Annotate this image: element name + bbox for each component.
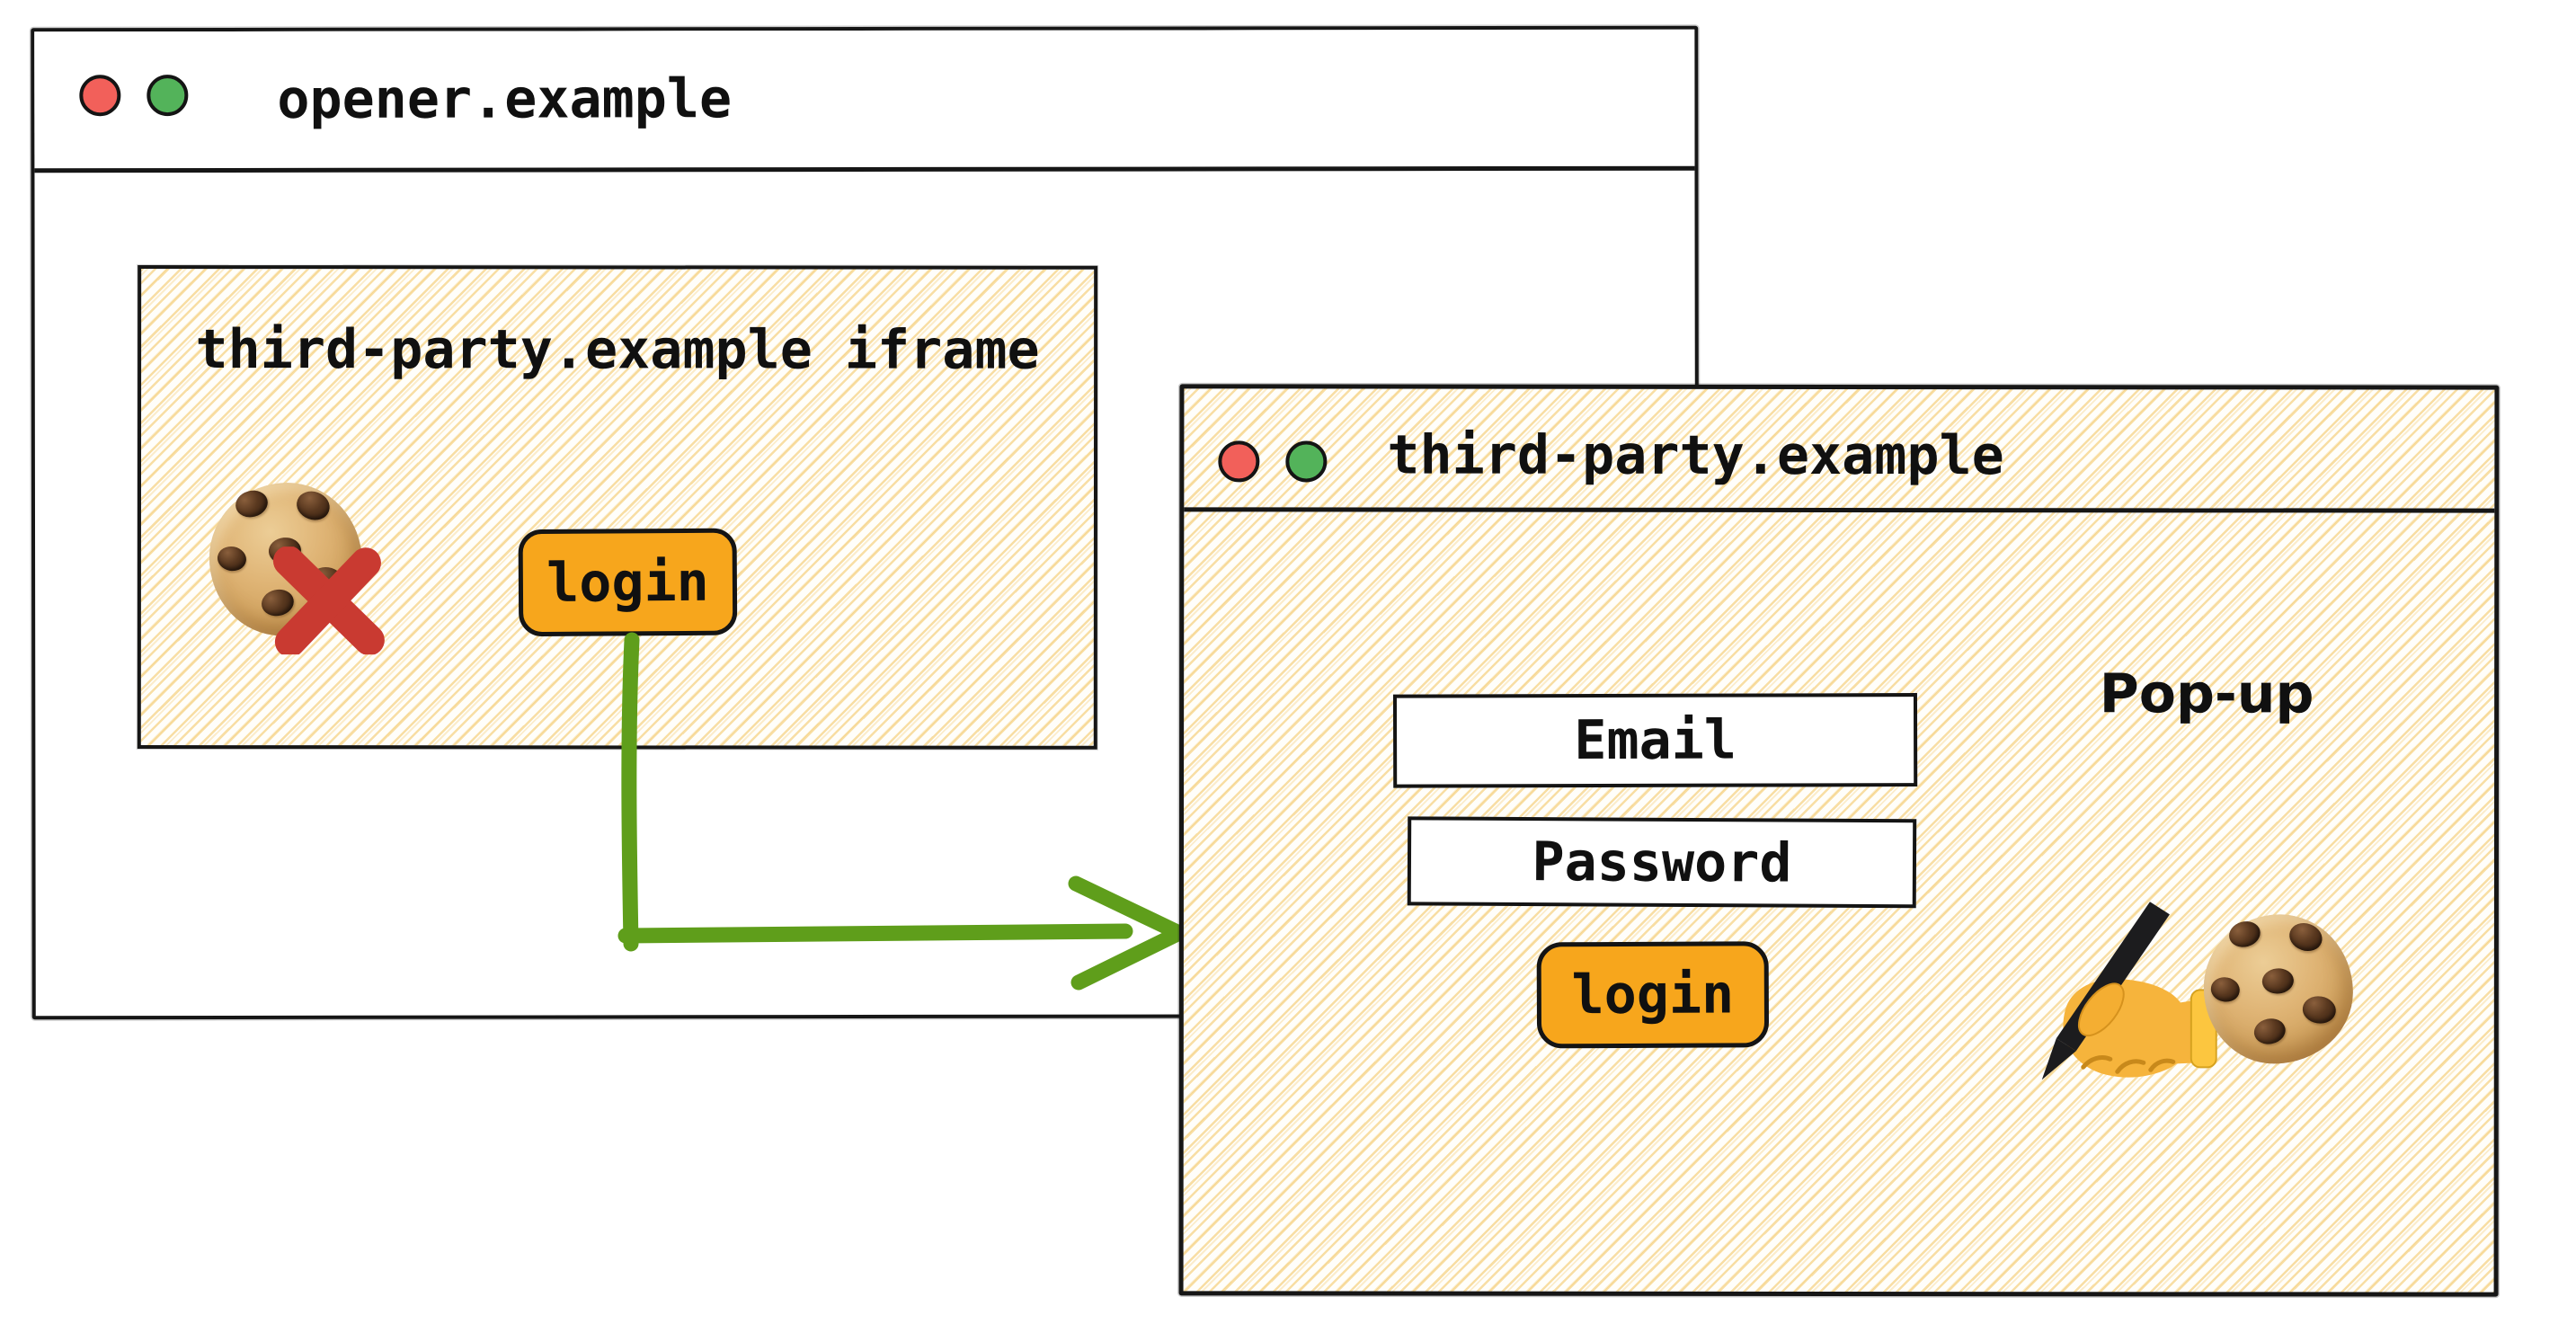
writing-hand-icon (2041, 902, 2217, 1080)
opener-window-title: opener.example (277, 67, 733, 131)
iframe-title: third-party.example iframe (195, 318, 1040, 382)
cookie-chip (2300, 994, 2337, 1026)
popup-login-button[interactable]: login (1536, 941, 1770, 1049)
close-button-icon[interactable] (79, 75, 121, 117)
iframe-login-button[interactable]: login (518, 528, 738, 637)
cookie-chip (232, 486, 271, 520)
cookie-chip (2226, 918, 2264, 951)
cookie-chip (2285, 919, 2326, 955)
email-field[interactable]: Email (1392, 693, 1918, 788)
cookie-chip (2252, 1016, 2288, 1048)
cookie-chip (215, 544, 248, 574)
popup-titlebar: third-party.example (1184, 388, 2495, 513)
blocked-x-icon (272, 546, 385, 655)
cookie-chip (2261, 966, 2295, 995)
opener-window: opener.example third-party.example ifram… (31, 25, 1700, 1020)
third-party-iframe: third-party.example iframe login (137, 265, 1098, 750)
password-field[interactable]: Password (1407, 816, 1917, 909)
cookie-chip (2209, 974, 2242, 1004)
popup-label: Pop-up (2099, 662, 2314, 726)
opener-titlebar: opener.example (34, 29, 1695, 173)
zoom-button-icon[interactable] (147, 75, 189, 117)
cookie-icon (2203, 914, 2353, 1064)
zoom-button-icon[interactable] (1285, 440, 1328, 483)
close-button-icon[interactable] (1218, 440, 1260, 483)
popup-window: third-party.example Pop-up Email Passwor… (1178, 384, 2500, 1297)
cookie-chip (292, 486, 334, 525)
